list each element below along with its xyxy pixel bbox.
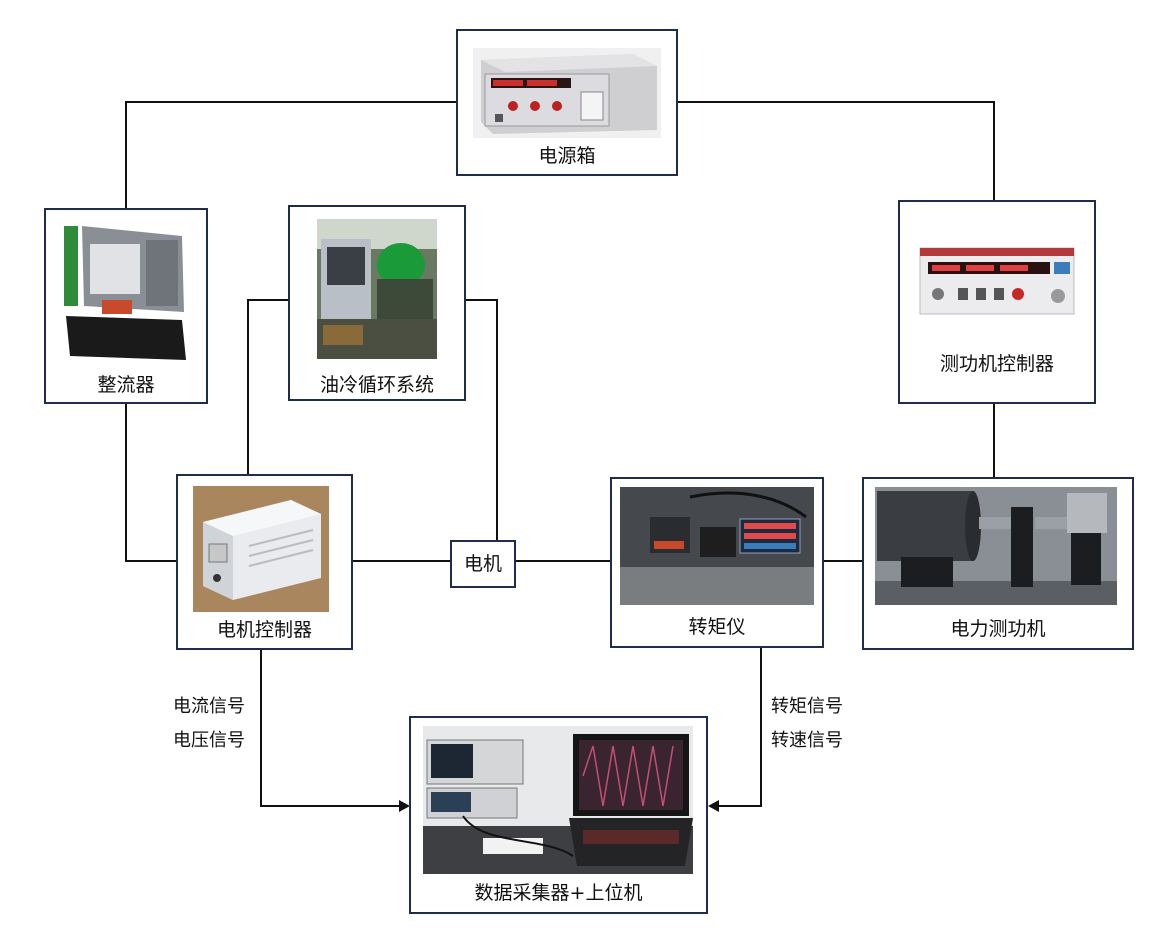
power-box-node: 电源箱 [456,29,678,176]
oil-cooling-photo [317,219,437,359]
daq-photo [423,726,693,874]
wire-rectifier-motorcontroller [125,402,176,562]
dyno-controller-photo [918,240,1078,320]
wire-power-rectifier [125,101,456,208]
oil-cooling-label: 油冷循环系统 [319,374,434,396]
rectifier-label: 整流器 [97,374,155,396]
rectifier-node: 整流器 [44,208,208,404]
wire-torque-daq [716,648,762,807]
daq-node: 数据采集器+上位机 [409,716,708,914]
signal-labels-left: 电流信号 电压信号 [173,690,245,758]
dynamometer-photo [875,487,1117,605]
wire-oil-motor [466,299,498,540]
torque-signal-label: 转矩信号 [771,696,843,717]
signal-labels-right: 转矩信号 转速信号 [771,690,843,758]
arrowhead-left-daq [399,800,410,812]
voltage-signal-label: 电压信号 [173,730,245,751]
power-box-label: 电源箱 [538,145,596,167]
current-signal-label: 电流信号 [173,696,245,717]
motor-controller-node: 电机控制器 [176,474,353,650]
motor-node: 电机 [450,540,516,588]
motor-controller-photo [193,486,329,612]
arrowhead-right-daq [708,800,719,812]
wire-motorcontroller-daq [260,650,404,807]
torque-meter-label: 转矩仪 [688,616,746,638]
daq-label: 数据采集器+上位机 [474,882,643,904]
wire-power-dynocontroller [678,101,995,200]
dynamometer-label: 电力测功机 [950,618,1046,640]
motor-controller-label: 电机控制器 [216,619,312,641]
wire-oil-motorcontroller [247,299,288,474]
oil-cooling-node: 油冷循环系统 [288,205,466,401]
torque-meter-photo [620,487,814,605]
motor-label: 电机 [463,553,502,575]
torque-meter-node: 转矩仪 [610,477,824,648]
dyno-controller-node: 测功机控制器 [898,200,1096,404]
power-box-photo [473,48,661,138]
speed-signal-label: 转速信号 [771,730,843,751]
rectifier-photo [62,220,192,360]
dynamometer-node: 电力测功机 [862,477,1134,650]
dyno-controller-label: 测功机控制器 [939,353,1054,375]
